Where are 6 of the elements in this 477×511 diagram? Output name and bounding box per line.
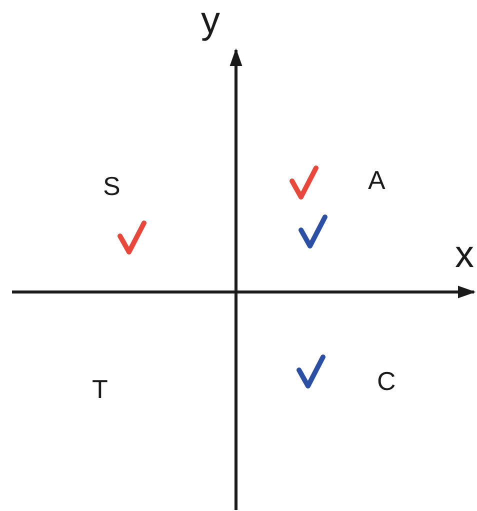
axis-label: y: [201, 2, 220, 40]
quadrant-label: C: [377, 368, 396, 394]
axis-label: x: [455, 236, 474, 274]
quadrant-label: S: [103, 173, 120, 199]
quadrant-label: A: [368, 167, 386, 193]
quadrant-label: T: [92, 376, 108, 402]
